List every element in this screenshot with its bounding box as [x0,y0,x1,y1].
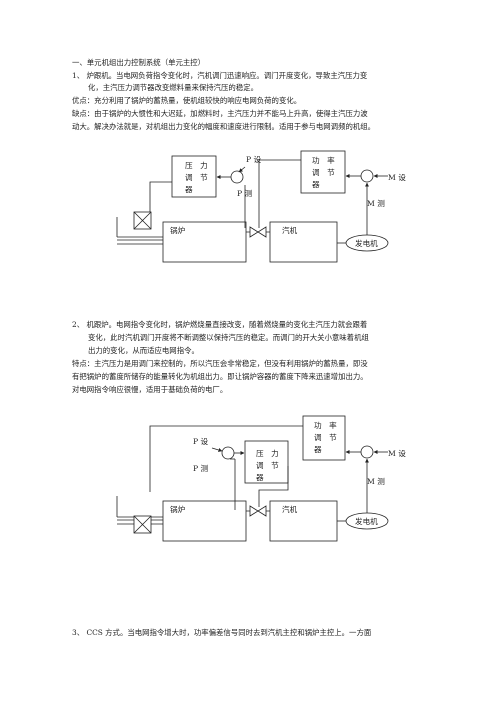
d2-boiler-label: 锅炉 [170,504,186,514]
d1-pressure-regulator-line1: 压 力 [185,160,208,170]
d1-power-regulator-line2: 调 节 [312,168,335,177]
item1-pro: 优点：充分利用了锅炉的蓄热量，使机组较快的响应电网负荷的变化。 [72,96,302,105]
item2-heading-line3: 出力的变化，从而适应电网指令。 [88,346,199,355]
turbine-box [269,221,338,263]
d2-boiler-box [162,500,247,542]
d2-generator-label: 发电机 [355,516,378,526]
d1-boiler-label: 锅炉 [170,225,186,235]
item2-feature-line2: 有把锅炉的蓄度所储存的能量转化为机组出力。即让锅炉容器的蓄度下降来迅速增加出力。 [72,372,368,381]
d2-power-regulator-box [302,415,346,461]
item3-heading-line1: 3、 CCS 方式。当电网指令增大时，功率偏差信号同时去到汽机主控和锅炉主控上。… [72,628,372,637]
d1-power-regulator-line1: 功 率 [312,155,335,165]
d2-m-set-label: M 设 [388,448,406,458]
d1-p-set-label: P 设 [246,154,262,164]
d2-power-regulator-line1: 功 率 [314,420,337,430]
turbine-valve-right [257,226,267,238]
item1-heading-line1: 1、 炉跟机。当电网负荷指令变化时，汽机调门迅速响应。调门开度变化，导致主汽压力… [72,71,368,80]
d2-p-meas-label: P 测 [193,464,209,473]
pressure-regulator-box [171,155,217,198]
d2-pressure-regulator-box [244,440,289,484]
d2-turbine-valve-left [249,505,259,517]
d1-generator-label: 发电机 [355,238,378,248]
item1-con-line2: 动大。解决办法就是，对机组出力变化的幅度和速度进行限制。适用于参与电网调频的机组… [72,122,376,131]
d2-pressure-summing-junction [221,446,235,460]
d1-pressure-regulator-line2: 调 节 [185,173,208,182]
d2-pressure-regulator-line3: 器 [256,473,264,482]
item1-heading-line2: 化，主汽压力调节器改变燃料量来保持汽压的稳定。 [88,83,258,92]
boiler-box [162,221,247,263]
d1-p-meas-label: P 测 [237,189,253,198]
d2-power-regulator-line2: 调 节 [314,433,337,442]
d1-turbine-label: 汽机 [282,225,298,235]
item1-con-line1: 缺点：由于锅炉的大惯性和大迟延，加燃料时，主汽压力并不能马上升高，使得主汽压力波 [72,109,368,118]
turbine-valve-left [249,226,259,238]
item2-heading-line1: 2、 机跟炉。电网指令变化时，锅炉燃烧量直接改变，随着燃烧量的变化主汽压力就会跟… [72,320,368,329]
d2-m-meas-label: M 测 [367,477,385,486]
item2-feature-line3: 对电网指令响应很慢，适用于基础负荷的电厂。 [72,385,228,394]
d1-power-regulator-line3: 器 [312,180,320,189]
d2-power-summing-junction [360,445,374,459]
d2-power-regulator-line3: 器 [314,445,322,454]
d2-pressure-regulator-line1: 压 力 [256,448,279,458]
section-title: 一、单元机组出力控制系统（单元主控） [72,58,206,67]
d1-pressure-regulator-line3: 器 [185,185,193,194]
d2-turbine-label: 汽机 [282,504,298,514]
d2-turbine-box [269,500,338,542]
d1-m-set-label: M 设 [388,172,406,182]
d2-p-set-label: P 设 [193,436,209,446]
d1-m-meas-label: M 测 [367,199,385,208]
power-regulator-box [300,150,346,194]
item2-feature-line1: 特点：主汽压力是用调门来控制的，所以汽压会非常稳定，但没有利用锅炉的蓄热量，即没 [72,359,368,368]
d2-pressure-regulator-line2: 调 节 [256,461,279,470]
item2-heading-line2: 变化，此时汽机调门开度将不断调整以保持汽压的稳定。而调门的开大关小意味着机组 [88,333,369,342]
d2-turbine-valve-right [257,505,267,517]
